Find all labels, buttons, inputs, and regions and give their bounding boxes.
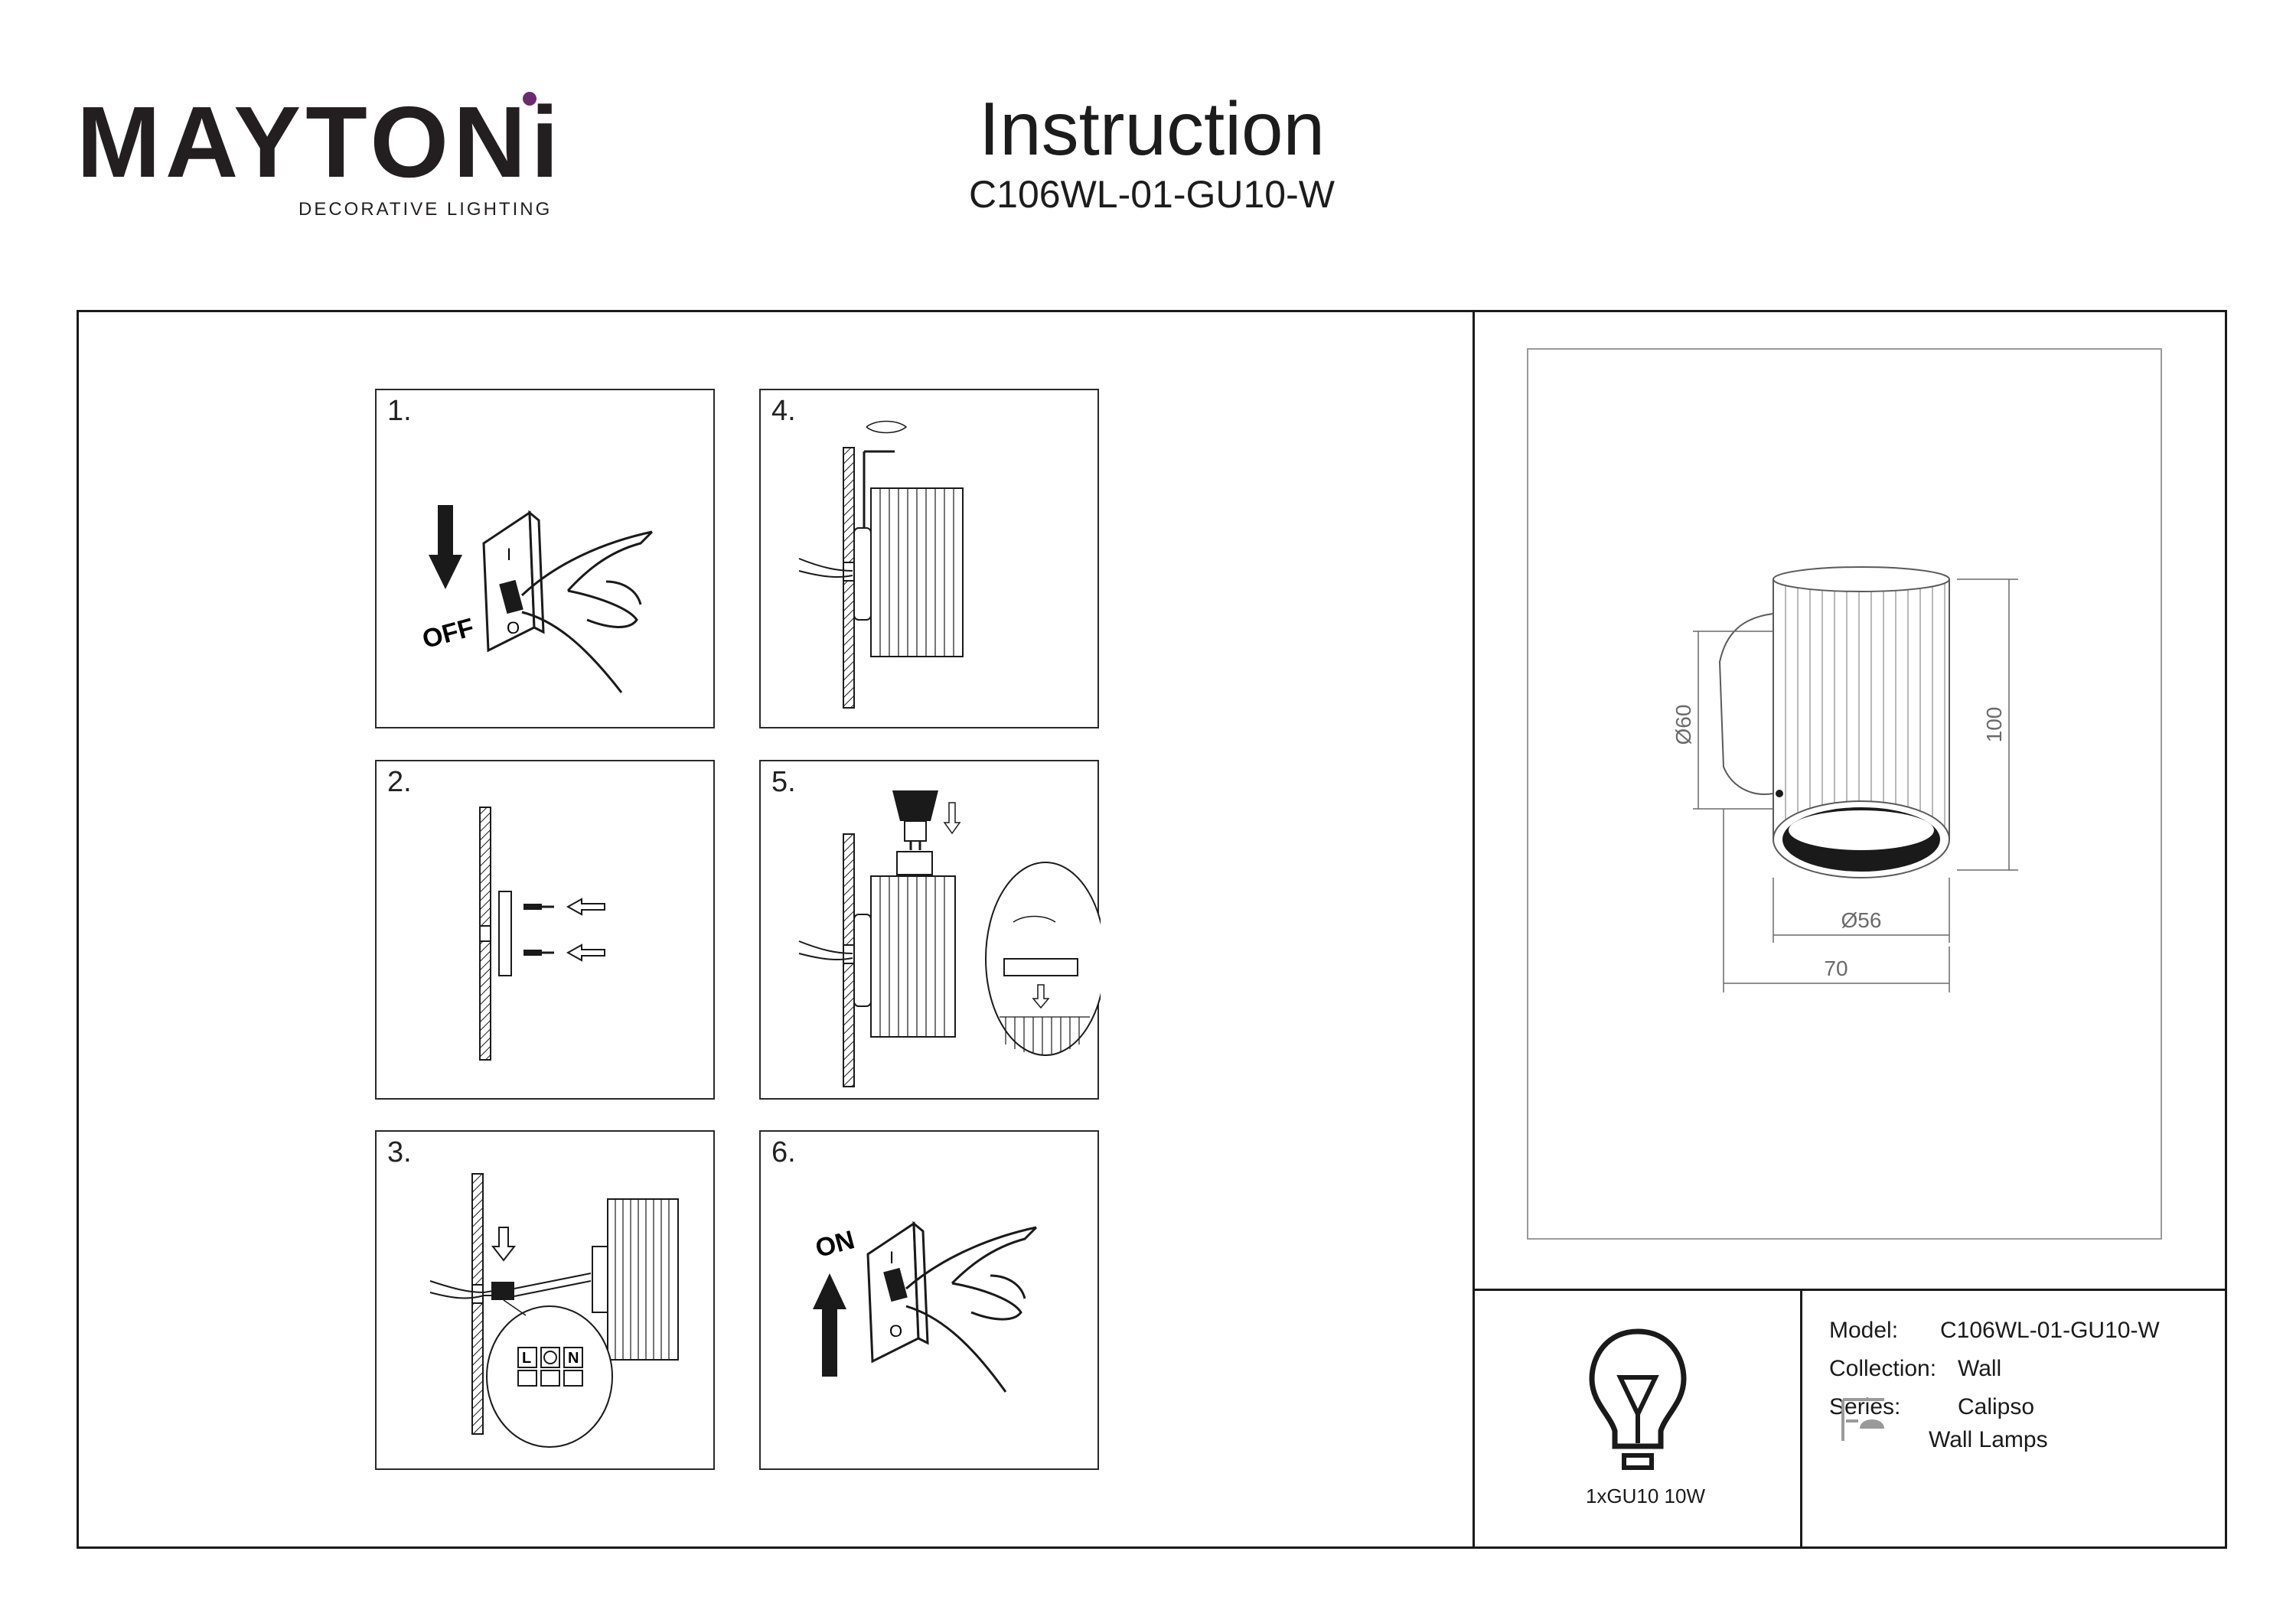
off-label: OFF — [419, 613, 478, 654]
spec-model-key: Model: — [1829, 1318, 1899, 1343]
wiring-illustration: L N — [429, 1173, 679, 1448]
page-title: Instruction — [978, 86, 1326, 171]
svg-text:I: I — [889, 1248, 894, 1267]
screw-icon — [523, 950, 554, 956]
step-panel-6: 6. ON I O — [759, 1130, 1099, 1470]
brand-logo: MAYTONi DECORATIVE LIGHTING — [77, 92, 559, 230]
svg-text:I: I — [507, 545, 511, 564]
arrow-down-icon — [491, 1227, 517, 1262]
brand-dot-accent — [523, 92, 536, 106]
brand-tagline: DECORATIVE LIGHTING — [298, 199, 553, 220]
step-panel-4: 4. — [759, 389, 1099, 728]
spec-type-value: Wall Lamps — [1929, 1427, 2048, 1452]
fix-lamp-illustration — [798, 420, 964, 709]
terminal-label-n: N — [568, 1350, 579, 1367]
dimension-label-diameter-60: Ø60 — [1671, 705, 1695, 745]
step-number: 2. — [387, 766, 412, 798]
insert-bulb-illustration — [798, 790, 1101, 1087]
step-number: 5. — [771, 766, 796, 798]
step-number: 6. — [771, 1136, 796, 1168]
dimension-label-depth-70: 70 — [1824, 957, 1848, 980]
frame-divider-horizontal — [1473, 1289, 2227, 1291]
step-panel-5: 5. — [759, 760, 1101, 1100]
page-model-number: C106WL-01-GU10-W — [969, 173, 1335, 216]
frame-divider-vertical — [1473, 310, 1475, 1549]
arrow-left-icon — [566, 898, 605, 916]
arrow-down-icon — [438, 505, 453, 559]
bulb-spec-label: 1xGU10 10W — [1585, 1484, 1706, 1507]
spec-collection-key: Collection: — [1829, 1356, 1937, 1381]
screw-icon — [523, 904, 554, 910]
svg-text:O: O — [889, 1322, 902, 1341]
dimension-drawing: Ø60 100 Ø56 70 — [1671, 566, 2018, 992]
spec-collection-value: Wall — [1958, 1356, 2002, 1381]
arrow-up-icon — [813, 1273, 846, 1377]
step-number: 4. — [771, 395, 796, 427]
switch-on-illustration: ON I O — [812, 1221, 1038, 1393]
step-panel-3: 3. L N — [375, 1130, 715, 1470]
hex-key-icon — [863, 450, 895, 528]
arrow-left-icon — [566, 943, 605, 962]
terminal-label-l: L — [522, 1350, 531, 1367]
main-frame — [77, 310, 2227, 1549]
technical-drawing-frame: Ø60 100 Ø56 70 — [1527, 348, 2162, 1240]
spec-series-value: Calipso — [1958, 1394, 2035, 1419]
step-panel-1: 1. I O OFF — [375, 389, 715, 728]
rotate-icon — [866, 420, 908, 434]
gu10-bulb-icon — [892, 790, 938, 850]
on-label: ON — [812, 1225, 857, 1263]
step-panel-2: 2. — [375, 760, 715, 1100]
svg-text:O: O — [507, 618, 520, 637]
arrow-down-icon — [943, 802, 961, 835]
step-number: 3. — [387, 1136, 412, 1168]
dimension-label-height-100: 100 — [1982, 707, 2006, 743]
step-number: 1. — [387, 395, 412, 427]
brand-name: MAYTONi — [77, 86, 564, 198]
wall-lamp-icon — [1838, 1396, 1900, 1442]
mounting-illustration — [479, 807, 605, 1061]
light-bulb-icon — [1580, 1324, 1695, 1477]
dimension-label-diameter-56: Ø56 — [1841, 908, 1882, 932]
spec-model-value: C106WL-01-GU10-W — [1940, 1318, 2160, 1343]
ground-icon — [543, 1351, 557, 1364]
frame-divider-spec — [1800, 1289, 1802, 1549]
switch-off-illustration: I O OFF — [419, 505, 654, 693]
